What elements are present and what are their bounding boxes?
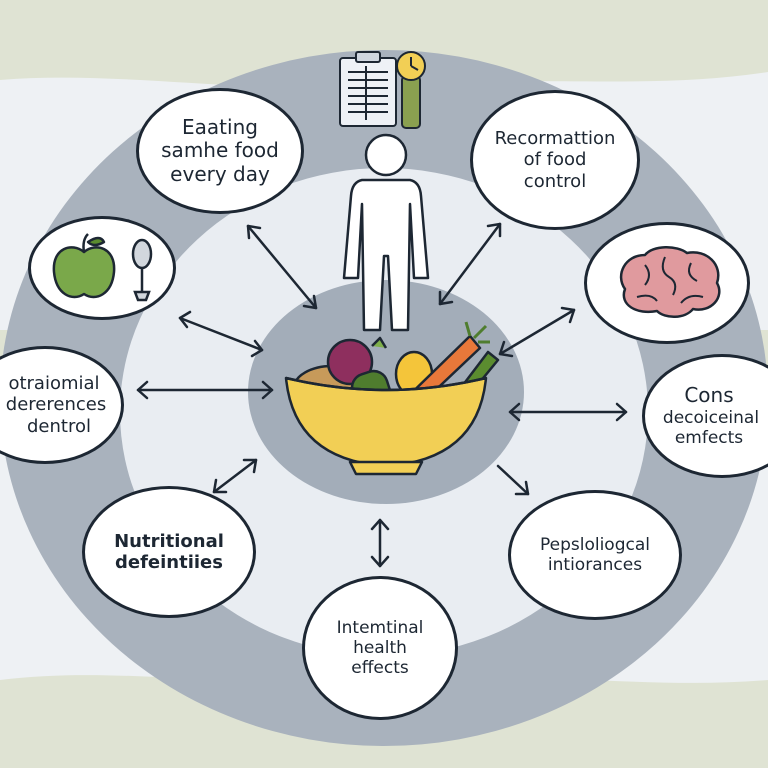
bubble-eating-same-food: Eaating samhe food every day: [136, 88, 304, 214]
bubble-pepsloliogcal-line-1: Pepsloliogcal: [539, 534, 650, 555]
person-silhouette-icon: [342, 133, 430, 332]
brain-icon: [619, 246, 721, 318]
arrow-to-apple: [178, 310, 264, 358]
bubble-cons-line-2: decoiceinal: [662, 407, 760, 428]
spoon-icon: [131, 238, 153, 302]
bubble-intemtinal-line-2: health: [353, 637, 407, 658]
clipboard-icon: [339, 51, 397, 127]
clock-icon: [396, 51, 426, 129]
bubble-intemtinal-health-effects: Intemtinal health effects: [302, 576, 458, 720]
bubble-brain: [584, 222, 750, 344]
bubble-deferences-line-2: dererences: [5, 394, 107, 416]
apple-icon: [52, 233, 116, 299]
bubble-defeinties-line-2: defeintiies: [115, 552, 223, 573]
bubble-cons-line-3: emfects: [674, 427, 744, 448]
bubble-eating-line-3: every day: [170, 161, 270, 186]
arrow-to-intemtinal: [370, 518, 390, 568]
bubble-recormation-food-control: Recormattion of food control: [470, 90, 640, 230]
vegetable-bowl-icon: [284, 321, 500, 476]
bubble-apple-spoon: [28, 216, 176, 320]
bubble-nutritional-defeinties: Nutritional defeintiies: [82, 486, 256, 618]
bubble-deferences-line-3: dentrol: [27, 415, 91, 437]
arrow-to-eating-same-food: [246, 224, 318, 310]
bubble-cons-effects: Cons decoiceinal emfects: [642, 354, 768, 478]
bubble-intemtinal-line-1: Intemtinal: [336, 617, 424, 638]
arrow-to-pepsloliogcal: [496, 464, 530, 496]
bubble-deferences-line-1: otraiomial: [8, 373, 100, 395]
arrow-to-nutritional: [212, 458, 258, 494]
arrow-to-recormation: [438, 222, 502, 306]
bubble-cons-line-1: Cons: [684, 383, 734, 408]
arrow-to-deferences: [136, 380, 274, 400]
bubble-pepsloliogcal-line-2: intiorances: [547, 555, 643, 575]
bubble-intemtinal-line-3: effects: [351, 658, 409, 679]
bubble-pepsloliogcal-intiorances: Pepsloliogcal intiorances: [508, 490, 682, 620]
arrow-to-cons-effects: [508, 402, 628, 422]
brain-art: [619, 246, 721, 318]
bubble-recormation-line-1: Recormattion: [494, 128, 616, 150]
arrow-to-brain: [498, 306, 576, 358]
apple-spoon-art: [52, 233, 153, 302]
connector-arrows: [136, 222, 628, 568]
bubble-defeinties-line-1: Nutritional: [114, 530, 224, 552]
bubble-eating-line-1: Eaating: [182, 114, 258, 139]
bubble-eating-line-2: samhe food: [161, 138, 279, 163]
bubble-nutritional-deferences: otraiomial dererences dentrol: [0, 346, 124, 464]
bubble-recormation-line-3: control: [523, 170, 587, 192]
bubble-recormation-line-2: of food: [523, 149, 587, 171]
